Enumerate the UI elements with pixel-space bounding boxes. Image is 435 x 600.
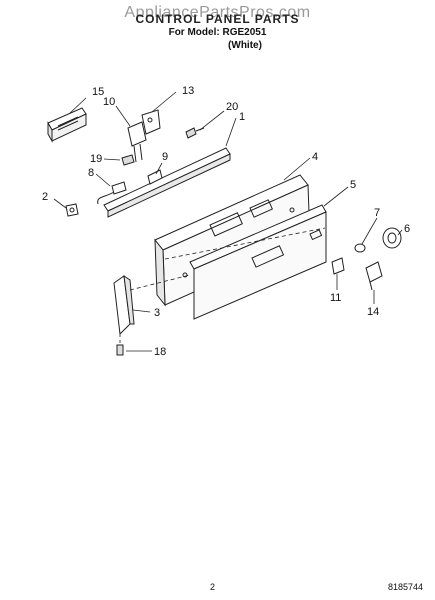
diagram-title: CONTROL PANEL PARTS	[135, 12, 300, 26]
callout-7: 7	[374, 207, 380, 219]
callout-15: 15	[92, 86, 104, 98]
part-20-screw	[185, 127, 205, 139]
callout-4: 4	[312, 151, 318, 163]
document-number: 8185744	[387, 582, 423, 592]
callout-3: 3	[154, 307, 160, 319]
part-5-panel-overlay	[189, 204, 327, 320]
callout-20: 20	[226, 101, 238, 113]
callout-11: 11	[330, 292, 341, 304]
part-15-display-board	[47, 107, 87, 143]
color-line: (White)	[228, 40, 262, 51]
leader-lines	[53, 91, 403, 352]
callout-8: 8	[88, 167, 94, 179]
watermark-text: AppliancePartsPros.com	[124, 4, 311, 21]
part-8-harness	[97, 181, 127, 205]
part-7-washer	[354, 243, 366, 253]
callout-9: 9	[162, 151, 168, 163]
part-19-clip	[121, 154, 135, 166]
callout-18: 18	[154, 346, 166, 358]
part-6-knob	[382, 227, 402, 249]
part-18-screw	[116, 344, 124, 356]
callout-10: 10	[103, 96, 115, 108]
part-2-bracket	[65, 203, 79, 217]
part-1-trim	[103, 147, 231, 218]
callout-2: 2	[42, 191, 48, 203]
callout-1: 1	[239, 111, 245, 123]
callout-5: 5	[350, 179, 356, 191]
callout-6: 6	[404, 223, 410, 235]
model-line: For Model: RGE2051	[168, 27, 267, 38]
callout-14: 14	[367, 306, 379, 318]
part-11-switch	[331, 257, 345, 275]
callout-19: 19	[90, 153, 102, 165]
part-3-end-cap	[113, 274, 135, 336]
part-9-switch	[147, 169, 163, 185]
callout-13: 13	[182, 85, 194, 97]
page-number: 2	[210, 582, 216, 592]
part-10-13-switch	[127, 109, 161, 163]
part-14-switch	[365, 261, 383, 291]
